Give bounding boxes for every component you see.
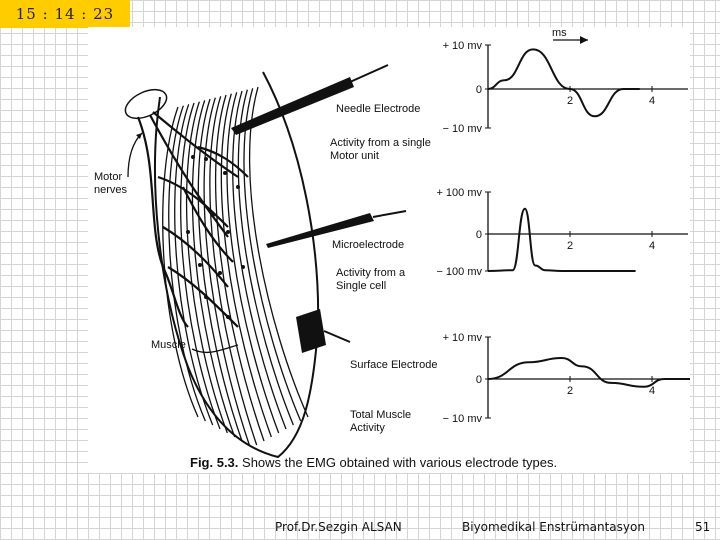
muscle-fiber [215, 94, 265, 442]
emg-trace-line [487, 356, 690, 388]
caption-prefix: Fig. 5.3. [190, 455, 239, 470]
chart-y-tick-label: 0 [476, 84, 482, 96]
caption-text: Shows the EMG obtained with various elec… [238, 455, 558, 470]
muscle-fiber [232, 90, 287, 430]
chart-y-tick-label: + 100 mv [436, 187, 482, 199]
chart-y-tick-label: + 10 mv [443, 332, 483, 344]
emg-trace-line [487, 207, 636, 272]
chart-x-tick-label: 2 [567, 385, 573, 397]
muscle-fiber [180, 102, 221, 430]
muscle-fiber [249, 86, 309, 418]
muscle-fiber [191, 100, 236, 438]
muscle-fiber [185, 101, 228, 434]
chart-y-tick-label: − 100 mv [436, 266, 482, 278]
emg-charts: + 10 mv 0 − 10 mv 2 4 + 100 mv 0 − 100 mv 2 4 + 10… [436, 40, 690, 425]
needle-electrode-label: Needle Electrode [336, 103, 421, 115]
surface-electrode-label: Surface Electrode [350, 359, 438, 371]
muscle-illustration: + 10 mv 0 − 10 mv 2 4 + 100 mv 0 − 100 mv 2 4 + 10… [124, 36, 690, 459]
emg-figure: + 10 mv 0 − 10 mv 2 4 + 100 mv 0 − 100 mv 2 4 + 10… [88, 27, 690, 473]
microelectrode [266, 213, 374, 248]
chart-x-tick-label: 2 [567, 240, 573, 252]
muscle-fiber [162, 106, 199, 418]
muscle-fiber [168, 105, 206, 422]
muscle-fiber [226, 92, 280, 434]
chart-y-tick-label: 0 [476, 374, 482, 386]
chart-x-tick-label: 4 [649, 95, 655, 107]
chart-y-tick-label: + 10 mv [443, 40, 483, 52]
chart-x-tick-label: 4 [649, 240, 655, 252]
emg-trace-line [487, 48, 640, 118]
total-muscle-activity-label: Total Muscle Activity [350, 409, 412, 434]
figure-caption: Fig. 5.3. Shows the EMG obtained with va… [190, 455, 557, 470]
surface-electrode-pad [296, 309, 326, 353]
muscle-fiber [209, 96, 258, 446]
footer-page-number: 51 [695, 520, 711, 534]
needle-electrode [231, 77, 354, 135]
muscle-label: Muscle [151, 339, 186, 351]
chart-y-tick-label: − 10 mv [443, 413, 483, 425]
time-unit-label: ms [552, 27, 567, 39]
muscle-fiber [174, 104, 214, 426]
chart-y-tick-label: 0 [476, 229, 482, 241]
microelectrode-label: Microelectrode [332, 239, 405, 251]
footer-course: Biyomedikal Enstrümantasyon [462, 520, 645, 534]
muscle-fiber [203, 97, 250, 446]
clock-display: 15 : 14 : 23 [0, 0, 130, 28]
muscle-outline [154, 71, 320, 459]
motor-nerves [136, 111, 249, 328]
chart-x-tick-label: 2 [567, 95, 573, 107]
chart-y-tick-label: − 10 mv [443, 123, 483, 135]
footer-author: Prof.Dr.Sezgin ALSAN [275, 520, 402, 534]
chart-x-tick-label: 4 [649, 385, 655, 397]
single-motor-unit-label: Activity from a single Motor unit [330, 137, 431, 162]
muscle-fiber [237, 89, 294, 426]
muscle-fiber [243, 88, 302, 422]
motor-nerves-label: Motor nerves [94, 171, 128, 196]
single-cell-label: Activity from a Single cell [336, 267, 406, 292]
